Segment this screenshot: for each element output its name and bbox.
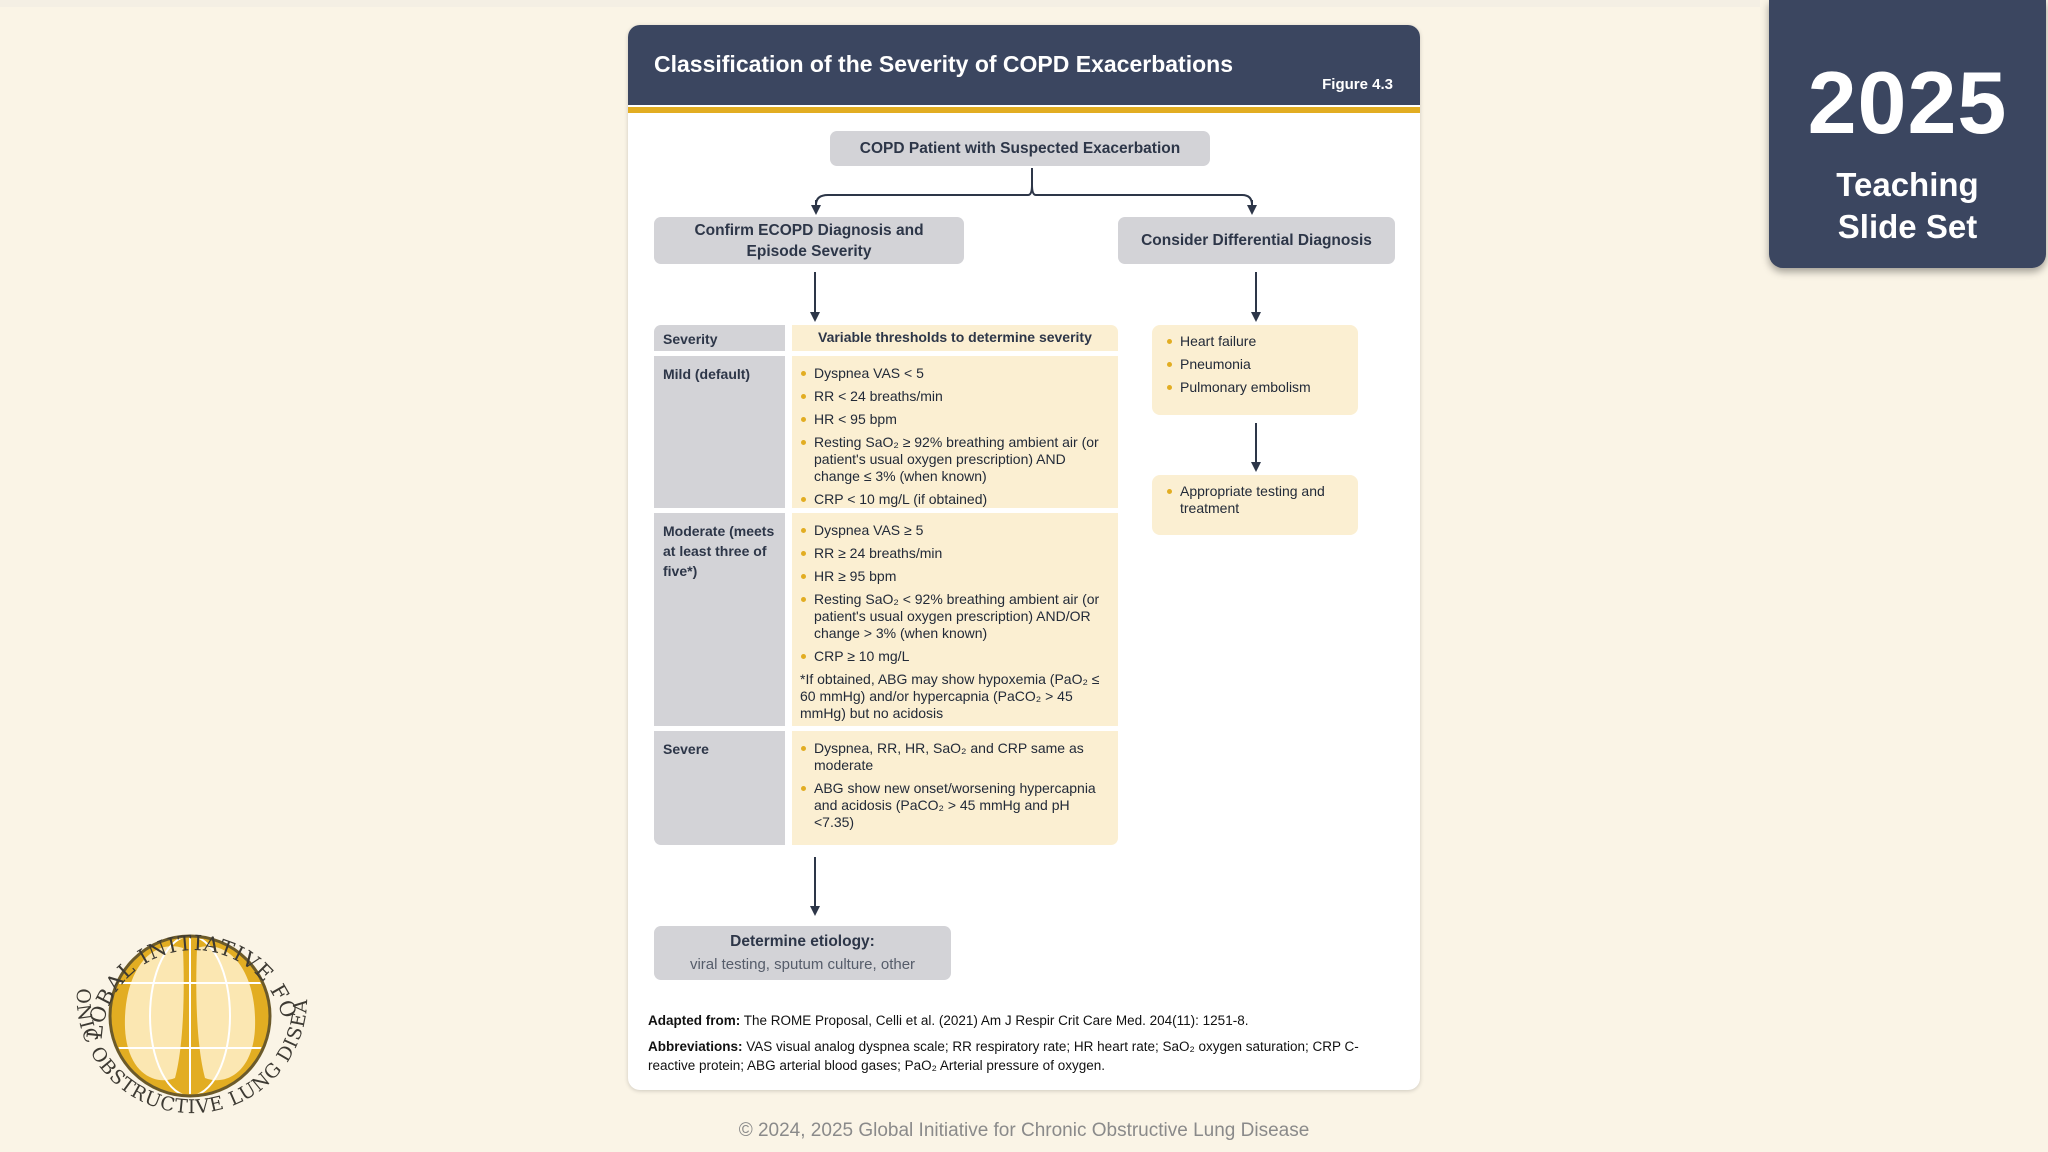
moderate-label: Moderate (meets at least three of five*) (654, 513, 785, 726)
moderate-thresholds: Dyspnea VAS ≥ 5 RR ≥ 24 breaths/min HR ≥… (792, 513, 1118, 726)
abbreviations-label: Abbreviations: (648, 1039, 743, 1054)
severity-header: Severity (654, 325, 785, 351)
thresholds-header: Variable thresholds to determine severit… (792, 325, 1118, 351)
severe-label: Severe (654, 731, 785, 845)
moderate-item: HR ≥ 95 bpm (800, 568, 1110, 585)
badge-line-2: Slide Set (1837, 208, 1978, 245)
suspected-exacerbation-box: COPD Patient with Suspected Exacerbation (830, 131, 1210, 166)
mild-thresholds: Dyspnea VAS < 5 RR < 24 breaths/min HR <… (792, 356, 1118, 508)
branch-connector (815, 168, 1253, 206)
abbreviations-note: Abbreviations: VAS visual analog dyspnea… (648, 1037, 1403, 1075)
card-title: Classification of the Severity of COPD E… (654, 51, 1233, 77)
mild-item: Resting SaO₂ ≥ 92% breathing ambient air… (800, 434, 1110, 485)
moderate-item: RR ≥ 24 breaths/min (800, 545, 1110, 562)
badge-year: 2025 (1807, 53, 2008, 152)
figure-number: Figure 4.3 (1322, 76, 1393, 93)
etiology-title: Determine etiology: (730, 933, 875, 950)
moderate-item: CRP ≥ 10 mg/L (800, 648, 1110, 665)
moderate-item: Resting SaO₂ < 92% breathing ambient air… (800, 591, 1110, 642)
differential-list: Heart failure Pneumonia Pulmonary emboli… (1152, 325, 1358, 415)
mild-item: Dyspnea VAS < 5 (800, 365, 1110, 382)
testing-treatment-box: Appropriate testing and treatment (1152, 475, 1358, 535)
badge-subtitle: Teaching Slide Set (1769, 164, 2046, 248)
gold-logo: GLOBAL INITIATIVE FOR CHRONIC OBSTRUCTIV… (55, 878, 311, 1118)
etiology-box: Determine etiology: viral testing, sputu… (654, 926, 951, 980)
card-header: Classification of the Severity of COPD E… (628, 25, 1420, 105)
figure-card: Classification of the Severity of COPD E… (628, 25, 1420, 1090)
mild-item: RR < 24 breaths/min (800, 388, 1110, 405)
severe-item: Dyspnea, RR, HR, SaO₂ and CRP same as mo… (800, 740, 1110, 774)
etiology-subtitle: viral testing, sputum culture, other (689, 956, 916, 973)
mild-label: Mild (default) (654, 356, 785, 508)
flow-connectors (810, 168, 1261, 916)
differential-item: Heart failure (1166, 333, 1348, 350)
top-strip (0, 0, 1760, 7)
adapted-from-note: Adapted from: The ROME Proposal, Celli e… (648, 1011, 1408, 1030)
differential-item: Pulmonary embolism (1166, 379, 1348, 396)
differential-item: Pneumonia (1166, 356, 1348, 373)
adapted-from-text: The ROME Proposal, Celli et al. (2021) A… (740, 1013, 1249, 1028)
differential-diagnosis-box: Consider Differential Diagnosis (1118, 217, 1395, 264)
mild-item: HR < 95 bpm (800, 411, 1110, 428)
moderate-item: Dyspnea VAS ≥ 5 (800, 522, 1110, 539)
logo-right-lung (196, 946, 256, 1081)
badge-line-1: Teaching (1836, 166, 1979, 203)
severe-item: ABG show new onset/worsening hypercapnia… (800, 780, 1110, 831)
adapted-from-label: Adapted from: (648, 1013, 741, 1028)
severe-thresholds: Dyspnea, RR, HR, SaO₂ and CRP same as mo… (792, 731, 1118, 845)
confirm-diagnosis-box: Confirm ECOPD Diagnosis and Episode Seve… (654, 217, 964, 264)
copyright-text: © 2024, 2025 Global Initiative for Chron… (738, 1120, 1310, 1141)
logo-left-lung (124, 946, 184, 1081)
teaching-slide-badge: 2025 Teaching Slide Set (1769, 0, 2046, 268)
abbreviations-text: VAS visual analog dyspnea scale; RR resp… (648, 1039, 1359, 1073)
header-accent-bar (628, 107, 1420, 113)
moderate-abg-note: *If obtained, ABG may show hypoxemia (Pa… (800, 671, 1100, 721)
mild-item: CRP < 10 mg/L (if obtained) (800, 491, 1110, 508)
followup-item: Appropriate testing and treatment (1166, 483, 1348, 517)
